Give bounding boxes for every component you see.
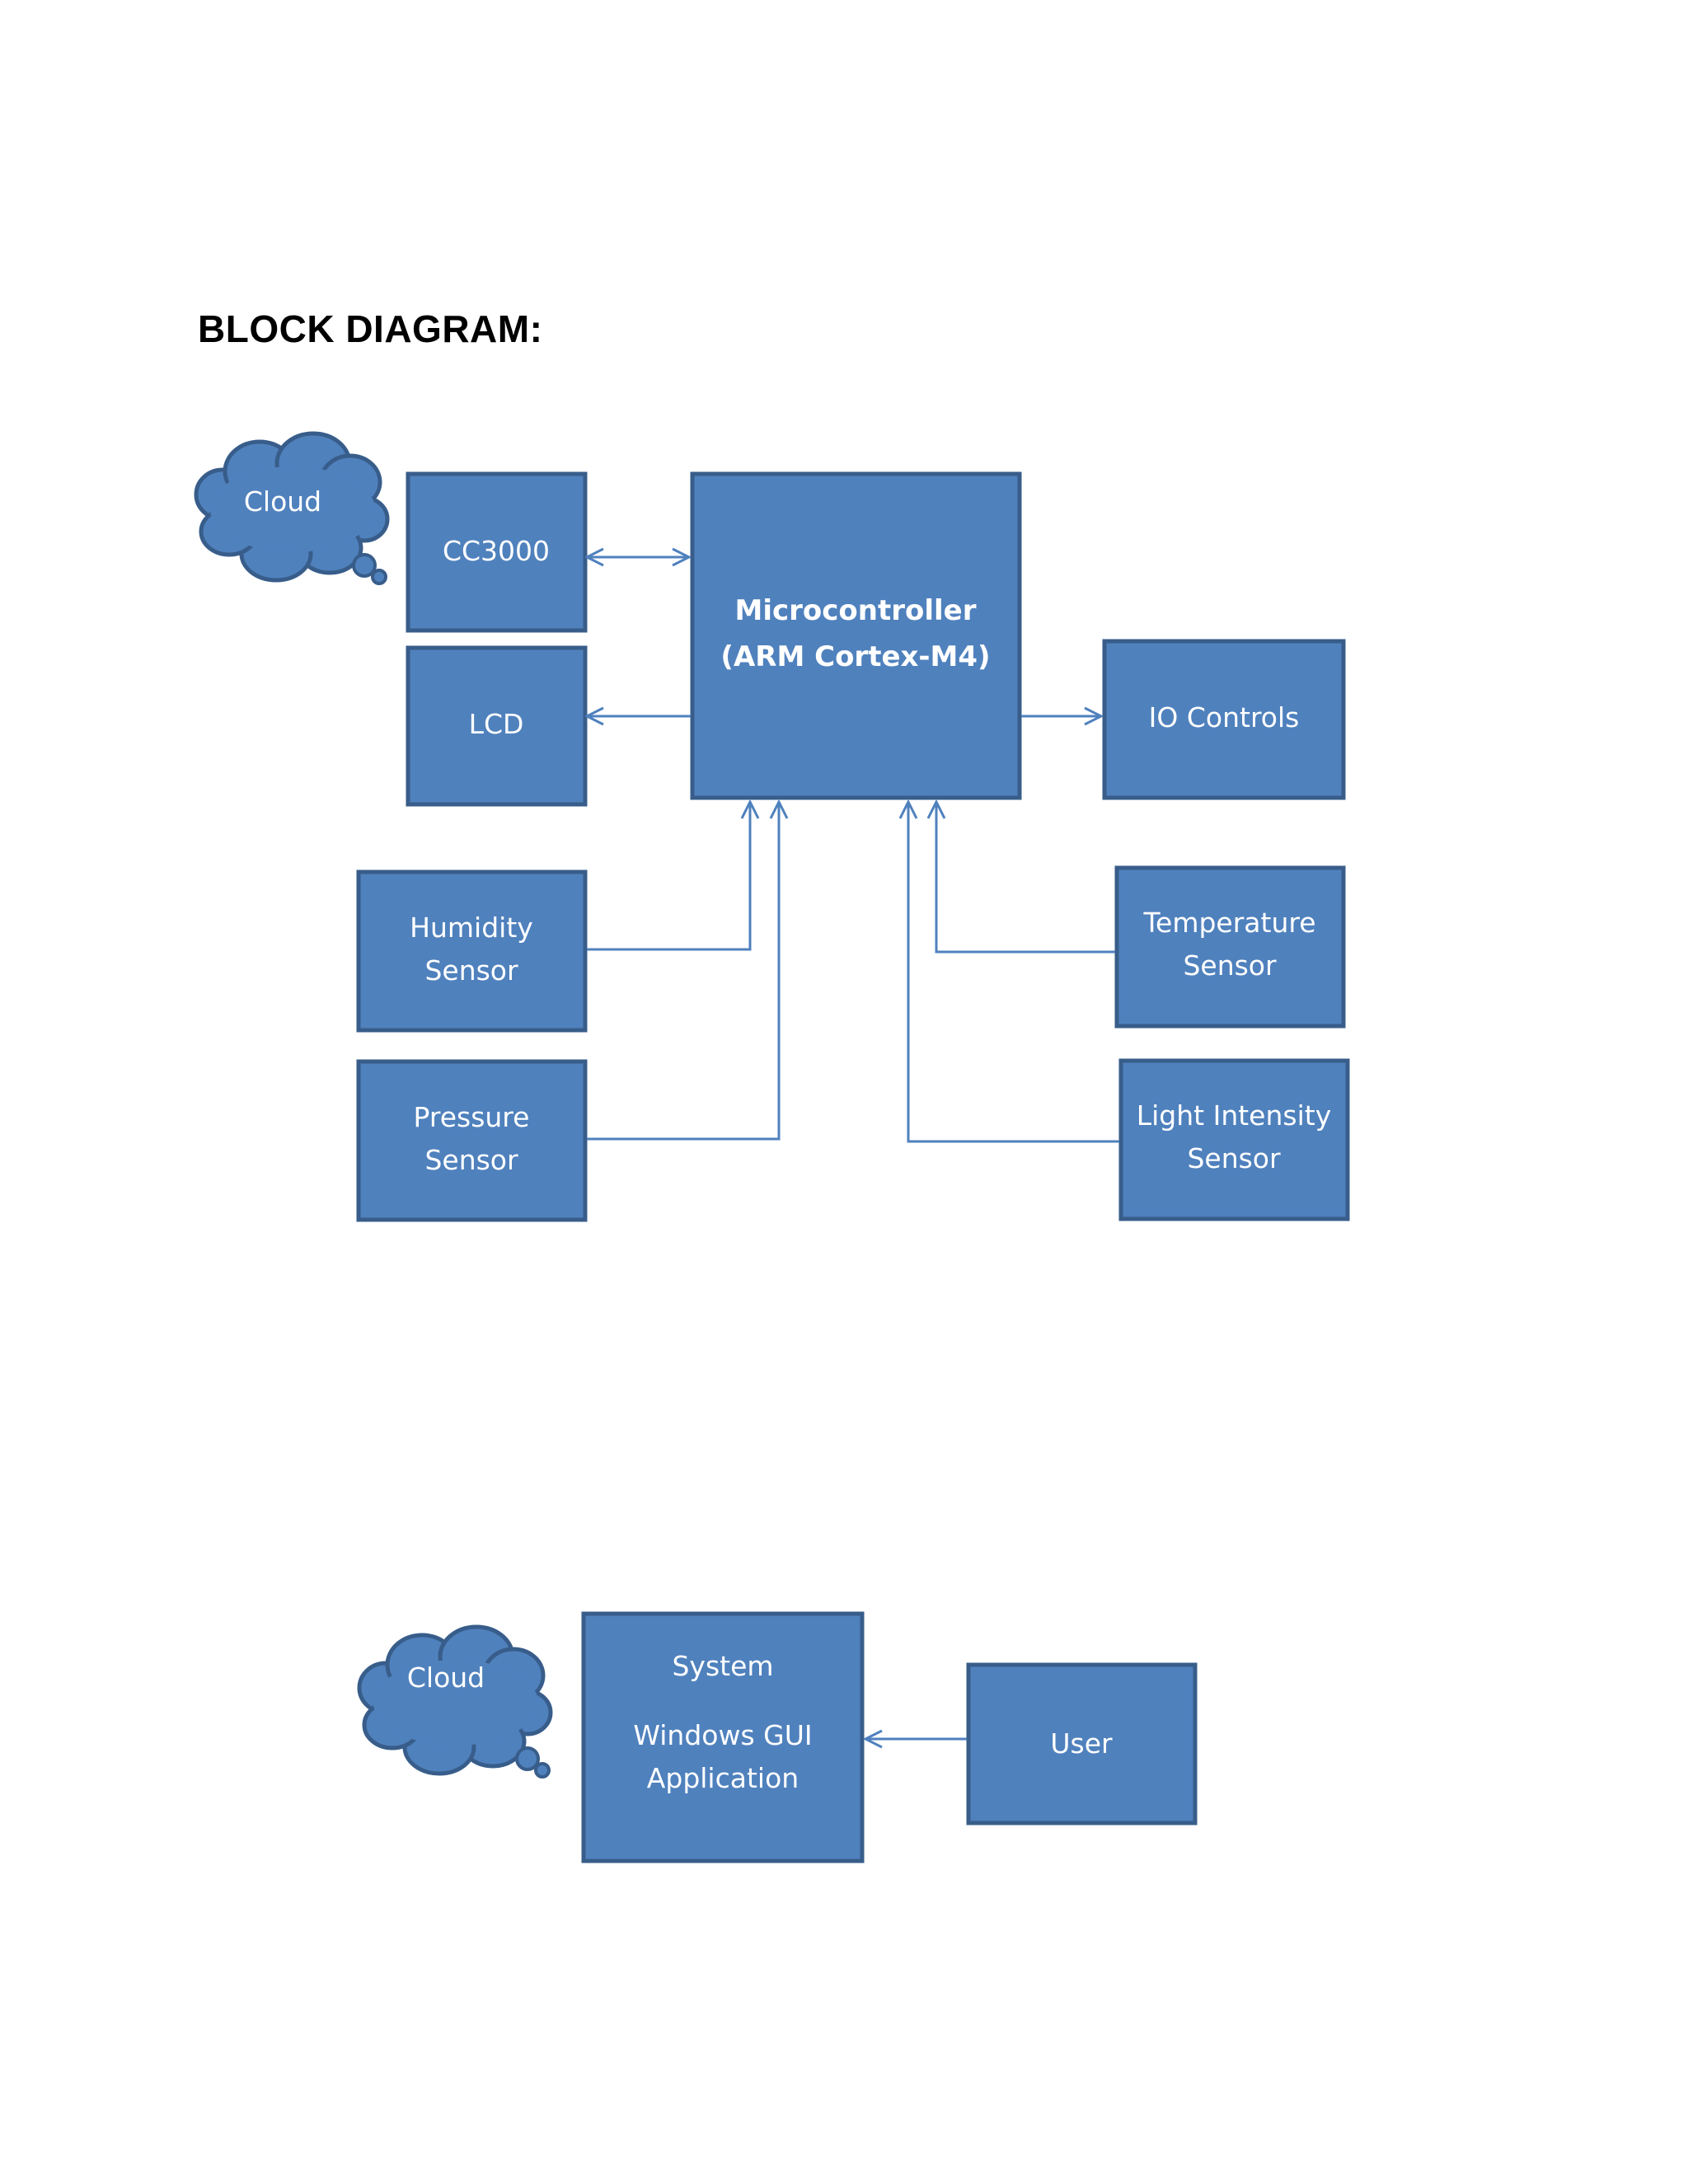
page-heading: BLOCK DIAGRAM: xyxy=(198,307,543,350)
system-label-line2: Windows GUI xyxy=(633,1719,812,1751)
cloud-icon: Cloud xyxy=(194,431,390,585)
cc3000-box xyxy=(406,471,588,633)
pressure-mcu-connector xyxy=(587,802,779,1141)
temperature-label-line2: Sensor xyxy=(1183,949,1277,982)
light-intensity-sensor-box xyxy=(1118,1058,1350,1221)
lcd-label: LCD xyxy=(469,708,524,740)
lcd-box xyxy=(406,645,588,807)
cloud-label: Cloud xyxy=(407,1661,485,1694)
humidity-label-line2: Sensor xyxy=(424,954,518,987)
pressure-label-line1: Pressure xyxy=(414,1101,530,1133)
light-label-line1: Light Intensity xyxy=(1137,1099,1331,1132)
cc3000-label: CC3000 xyxy=(443,535,550,567)
microcontroller-box xyxy=(690,471,1022,800)
cloud-label: Cloud xyxy=(244,485,321,518)
temperature-sensor-box xyxy=(1114,865,1346,1029)
user-box xyxy=(966,1662,1198,1825)
mcu-label-line2: (ARM Cortex-M4) xyxy=(720,640,990,673)
humidity-sensor-box xyxy=(356,869,588,1033)
io-controls-label: IO Controls xyxy=(1149,701,1300,733)
pressure-label-line2: Sensor xyxy=(424,1144,518,1176)
humidity-label-line1: Humidity xyxy=(410,912,533,944)
system-label-line3: Application xyxy=(647,1762,799,1794)
humidity-mcu-connector xyxy=(587,802,750,951)
system-box xyxy=(581,1611,865,1863)
temperature-mcu-connector xyxy=(936,802,1115,954)
temperature-label-line1: Temperature xyxy=(1142,907,1315,939)
mcu-label-line1: Microcontroller xyxy=(734,594,976,627)
io-controls-box xyxy=(1102,639,1346,800)
light-mcu-connector xyxy=(908,802,1119,1143)
cloud-icon: Cloud xyxy=(357,1624,553,1779)
light-label-line2: Sensor xyxy=(1187,1142,1281,1174)
system-label-line1: System xyxy=(672,1650,773,1682)
user-label: User xyxy=(1050,1727,1113,1760)
pressure-sensor-box xyxy=(356,1059,588,1222)
